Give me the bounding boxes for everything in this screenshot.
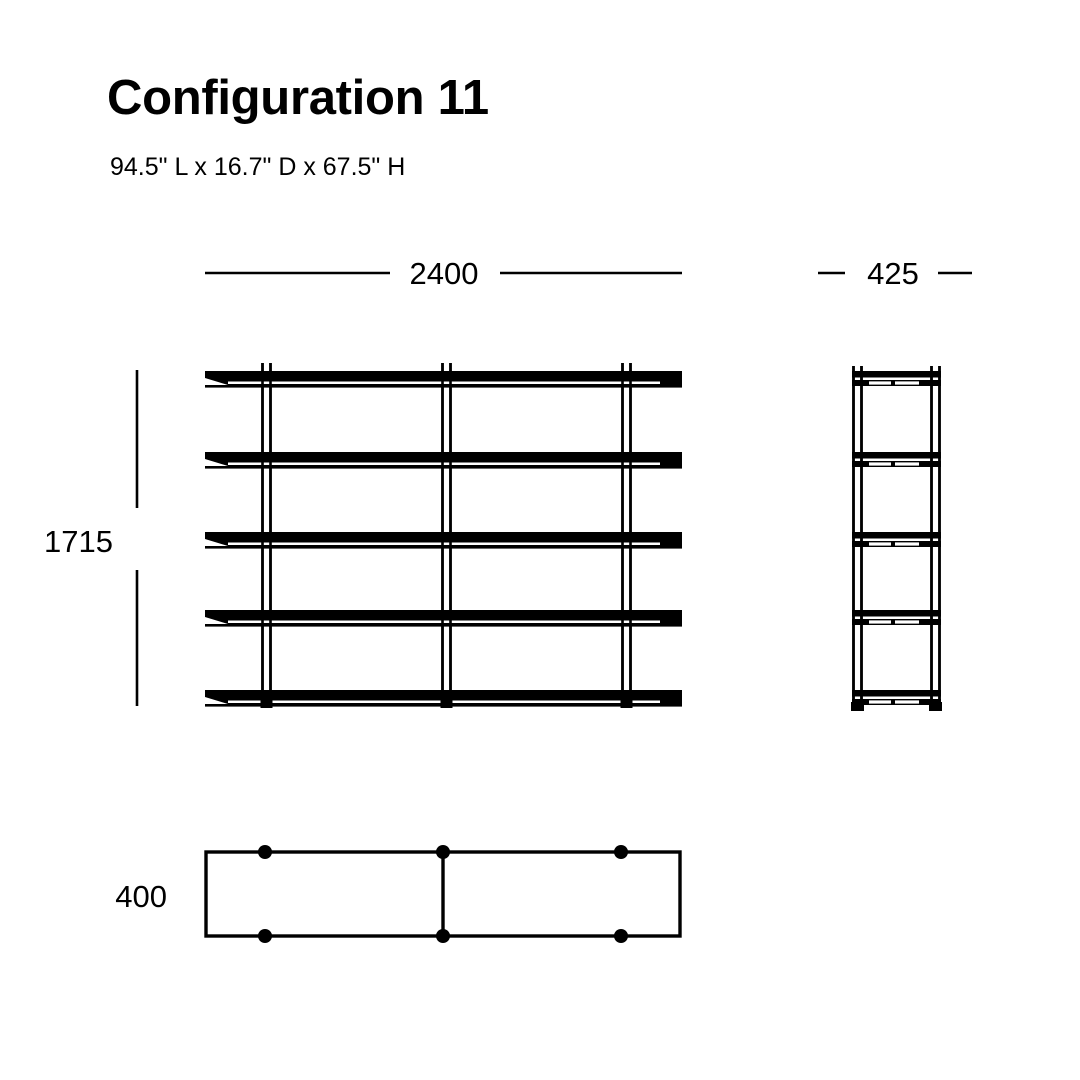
side-shelf-1 [852, 371, 941, 386]
width-dimension-label: 2400 [410, 256, 479, 291]
front-shelf-2-lip-right-taper [660, 459, 682, 466]
side-shelf-3-gap-a [869, 542, 891, 546]
side-posts-overlay [851, 366, 942, 711]
plan-post-marker-back-center [436, 929, 450, 943]
front-shelf-1-lip-relief [228, 381, 660, 384]
plan-post-marker-front-left [258, 845, 272, 859]
side-shelf-5-slab [852, 690, 941, 697]
front-elevation [205, 363, 682, 708]
side-shelf-3-gap-b [895, 542, 919, 546]
side-elevation [851, 366, 942, 711]
side-shelf-5 [852, 690, 941, 705]
front-shelf-3-lip-right-taper [660, 539, 682, 546]
front-posts-overlay [260, 363, 633, 708]
side-shelf-2-slab [852, 452, 941, 459]
side-shelf-2-gap-a [869, 462, 891, 466]
front-shelf-3-lip-relief [228, 542, 660, 545]
plan-depth-dimension-label: 400 [115, 879, 167, 914]
page-subtitle: 94.5" L x 16.7" D x 67.5" H [110, 153, 406, 181]
width-dimension-2400: 2400 [205, 256, 682, 291]
side-shelf-4-gap-a [869, 620, 891, 624]
height-dimension-label: 1715 [44, 524, 113, 559]
plan-post-marker-front-center [436, 845, 450, 859]
side-shelf-4-slab [852, 610, 941, 617]
side-shelf-5-gap-a [869, 700, 891, 704]
side-post-back-foot-overlay [929, 702, 942, 711]
side-shelf-5-gap-b [895, 700, 919, 704]
plan-depth-dimension-400: 400 [115, 879, 167, 914]
side-shelf-2-gap-b [895, 462, 919, 466]
page-title: Configuration 11 [107, 71, 489, 125]
side-shelf-3-slab [852, 532, 941, 539]
front-shelf-1-lip-right-taper [660, 378, 682, 385]
plan-post-marker-back-right [614, 929, 628, 943]
side-shelf-2 [852, 452, 941, 467]
depth-dimension-label: 425 [867, 256, 919, 291]
side-post-front-foot-overlay [851, 702, 864, 711]
side-shelf-1-slab [852, 371, 941, 378]
plan-view [204, 845, 682, 943]
side-shelf-4 [852, 610, 941, 625]
front-shelf-2-lip-relief [228, 462, 660, 465]
front-post-2-foot-overlay [440, 699, 453, 708]
side-shelf-3 [852, 532, 941, 547]
height-dimension-1715: 1715 [44, 370, 139, 706]
front-post-1-foot-overlay [260, 699, 273, 708]
front-shelf-5-lip-right-taper [660, 697, 682, 704]
front-shelf-4-lip-relief [228, 620, 660, 623]
side-shelf-1-gap-a [869, 381, 891, 385]
side-shelf-4-gap-b [895, 620, 919, 624]
plan-post-marker-front-right [614, 845, 628, 859]
depth-dimension-425: 425 [818, 256, 972, 291]
side-shelf-1-gap-b [895, 381, 919, 385]
plan-post-marker-back-left [258, 929, 272, 943]
front-post-3-foot-overlay [620, 699, 633, 708]
front-shelf-4-lip-right-taper [660, 617, 682, 624]
